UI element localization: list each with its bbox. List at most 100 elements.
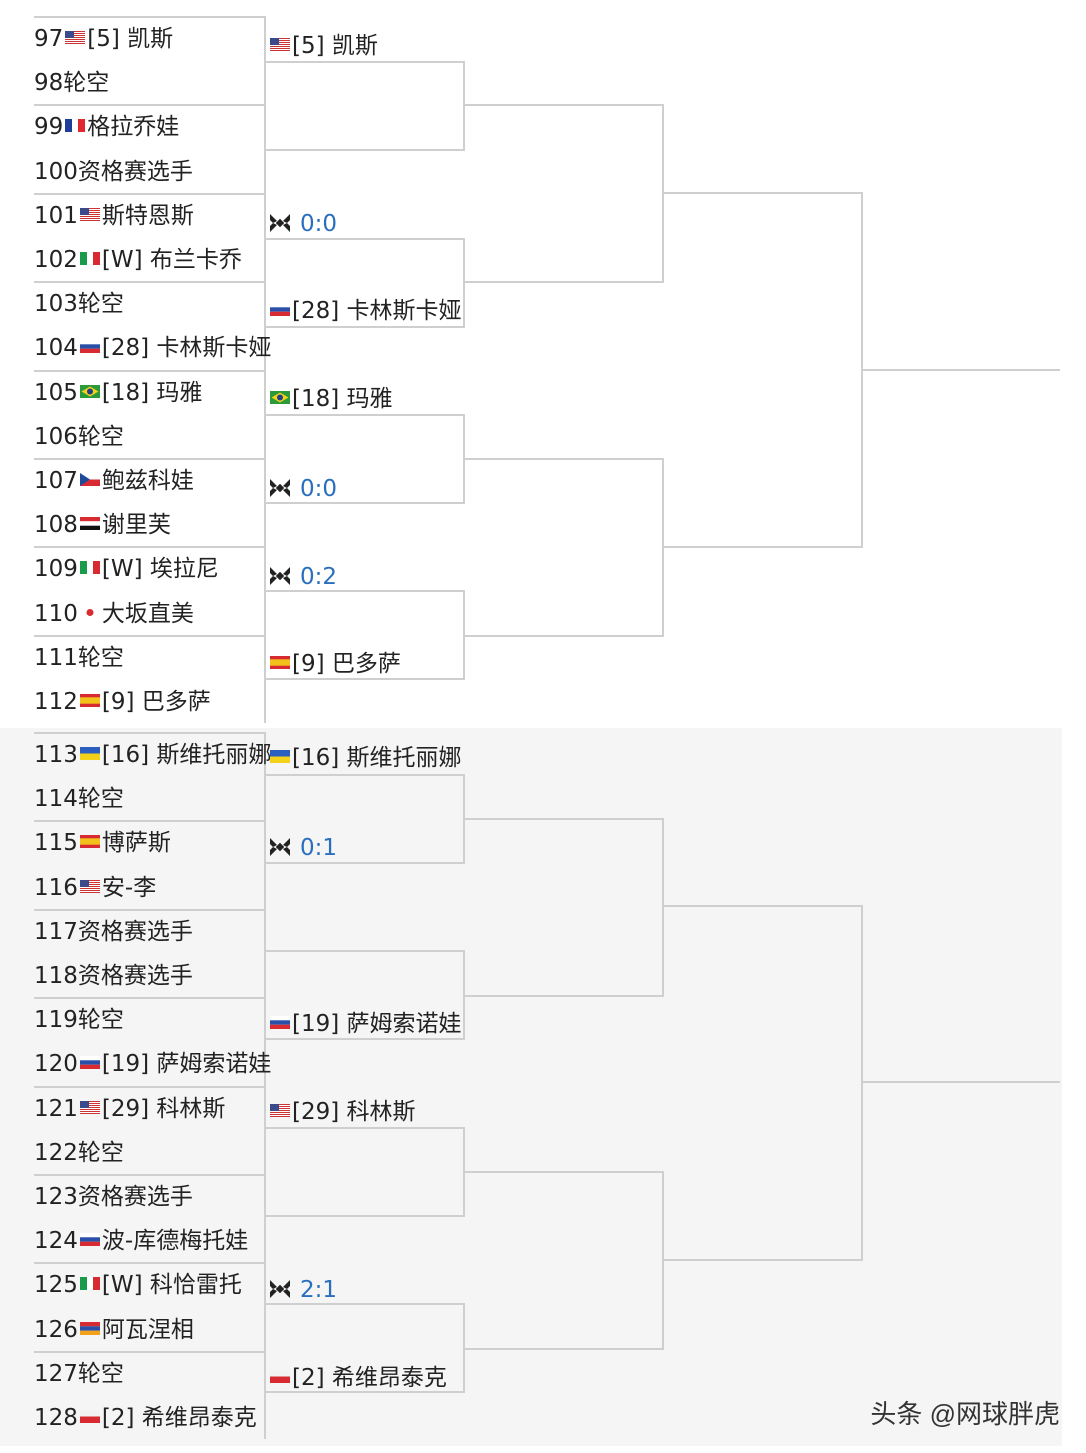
bracket-line	[266, 61, 463, 63]
draw-entry[interactable]: 116 安-李	[34, 868, 156, 908]
score-value: 2:1	[300, 1277, 338, 1303]
draw-entry[interactable]: 113[16] 斯维托丽娜	[34, 735, 271, 775]
match-pair	[34, 732, 264, 822]
draw-entry[interactable]: 107 鲍兹科娃	[34, 461, 194, 501]
draw-entry[interactable]: 128[2] 希维昂泰克	[34, 1398, 257, 1438]
draw-entry[interactable]: 124 波-库德梅托娃	[34, 1221, 248, 1261]
player-name: 轮空	[77, 1360, 124, 1387]
draw-entry[interactable]: 100资格赛选手	[34, 152, 193, 192]
player-name: 谢里芙	[101, 512, 171, 539]
player-name: [2] 希维昂泰克	[292, 1365, 447, 1391]
round-2-player[interactable]: [5] 凯斯	[268, 30, 378, 62]
match-score[interactable]: 0:0	[268, 473, 337, 505]
draw-number: 121	[34, 1095, 78, 1122]
draw-entry[interactable]: 98轮空	[34, 63, 109, 103]
flag-br-icon	[270, 391, 290, 404]
draw-entry[interactable]: 105[18] 玛雅	[34, 373, 202, 413]
draw-entry[interactable]: 118资格赛选手	[34, 956, 193, 996]
player-name: 轮空	[77, 423, 124, 450]
draw-entry[interactable]: 102[W] 布兰卡乔	[34, 240, 242, 280]
draw-entry[interactable]: 123资格赛选手	[34, 1177, 193, 1217]
score-value: 0:0	[300, 211, 338, 237]
round-2-player[interactable]: [9] 巴多萨	[268, 648, 401, 680]
round-2-player[interactable]: [28] 卡林斯卡娅	[268, 295, 462, 327]
flag-pl-icon	[270, 1370, 290, 1383]
match-score[interactable]: 0:1	[268, 832, 337, 864]
bracket-line	[266, 326, 465, 328]
draw-entry[interactable]: 106轮空	[34, 417, 124, 457]
draw-entry[interactable]: 101 斯特恩斯	[34, 196, 194, 236]
draw-number: 120	[34, 1051, 78, 1078]
bracket-line	[266, 1038, 465, 1040]
bracket-line	[266, 1391, 465, 1393]
player-name: [5] 凯斯	[87, 26, 174, 52]
draw-number: 98	[34, 70, 64, 97]
draw-number: 116	[34, 874, 78, 901]
draw-entry[interactable]: 126 阿瓦涅相	[34, 1310, 194, 1350]
flag-ru-icon	[79, 1056, 100, 1070]
draw-entry[interactable]: 104[28] 卡林斯卡娅	[34, 328, 271, 368]
bracket-line	[266, 862, 465, 864]
versus-x-icon	[270, 478, 290, 497]
draw-entry[interactable]: 127轮空	[34, 1354, 124, 1394]
player-name: [W] 科恰雷托	[101, 1272, 242, 1299]
draw-number: 113	[34, 742, 78, 768]
draw-number: 117	[34, 918, 78, 945]
flag-us-icon	[270, 1104, 290, 1117]
player-name: 格拉乔娃	[87, 114, 180, 141]
draw-number: 99	[34, 114, 64, 141]
draw-entry[interactable]: 119轮空	[34, 1000, 124, 1040]
draw-entry[interactable]: 112[9] 巴多萨	[34, 682, 211, 722]
draw-number: 118	[34, 963, 78, 989]
round-2-player[interactable]: [16] 斯维托丽娜	[268, 742, 462, 774]
draw-entry[interactable]: 111轮空	[34, 638, 124, 678]
draw-entry[interactable]: 117资格赛选手	[34, 912, 193, 952]
draw-entry[interactable]: 108 谢里芙	[34, 505, 171, 545]
bracket-line	[662, 104, 664, 281]
versus-x-icon	[270, 566, 290, 585]
match-pair	[34, 634, 264, 725]
match-pair	[34, 1174, 264, 1264]
round-2-player[interactable]: [19] 萨姆索诺娃	[268, 1008, 462, 1040]
match-pair	[34, 908, 264, 999]
player-name: [28] 卡林斯卡娅	[101, 335, 272, 362]
draw-entry[interactable]: 109[W] 埃拉尼	[34, 549, 219, 589]
round-2-player[interactable]: [2] 希维昂泰克	[268, 1362, 447, 1394]
bracket-line	[266, 950, 463, 952]
draw-number: 101	[34, 202, 78, 229]
draw-entry[interactable]: 125[W] 科恰雷托	[34, 1265, 242, 1305]
draw-number: 122	[34, 1139, 78, 1166]
draw-entry[interactable]: 120[19] 萨姆索诺娃	[34, 1044, 271, 1084]
bracket-line	[465, 818, 662, 820]
draw-entry[interactable]: 99 格拉乔娃	[34, 107, 179, 147]
match-score[interactable]: 0:0	[268, 208, 337, 240]
bracket-line	[266, 1127, 463, 1129]
draw-entry[interactable]: 115 博萨斯	[34, 823, 171, 863]
match-pair	[34, 820, 264, 910]
match-score[interactable]: 2:1	[268, 1274, 337, 1306]
flag-es-icon	[79, 694, 100, 707]
flag-jp-icon	[79, 605, 100, 619]
score-value: 0:2	[300, 564, 338, 590]
flag-us-icon	[79, 207, 100, 221]
player-name: [16] 斯维托丽娜	[292, 745, 462, 771]
draw-entry[interactable]: 110 大坂直美	[34, 594, 194, 634]
round-2-player[interactable]: [29] 科林斯	[268, 1096, 416, 1128]
flag-ua-icon	[79, 747, 100, 760]
player-name: 大坂直美	[101, 600, 194, 627]
bracket-line	[664, 905, 861, 907]
draw-entry[interactable]: 114轮空	[34, 779, 124, 819]
flag-it-icon	[79, 561, 100, 575]
flag-us-icon	[79, 879, 100, 893]
draw-entry[interactable]: 122轮空	[34, 1133, 124, 1173]
draw-number: 123	[34, 1184, 78, 1210]
draw-entry[interactable]: 97[5] 凯斯	[34, 19, 173, 59]
bracket-line	[465, 995, 664, 997]
bracket-line	[463, 238, 465, 326]
player-name: 资格赛选手	[77, 963, 193, 989]
bracket-line	[465, 104, 662, 106]
draw-entry[interactable]: 121[29] 科林斯	[34, 1089, 225, 1129]
match-score[interactable]: 0:2	[268, 561, 337, 593]
round-2-player[interactable]: [18] 玛雅	[268, 383, 393, 415]
draw-entry[interactable]: 103轮空	[34, 284, 124, 324]
